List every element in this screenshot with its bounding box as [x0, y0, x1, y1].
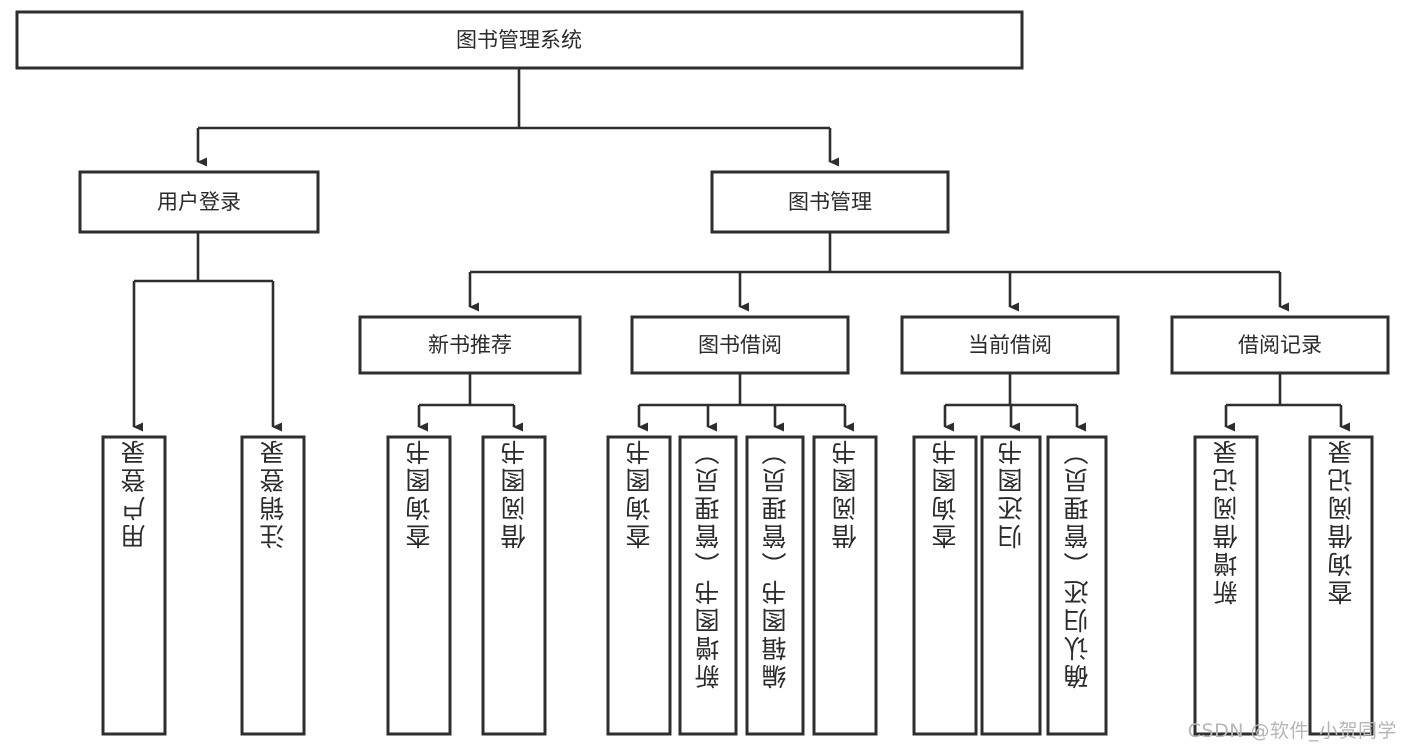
node-user-login[interactable]: 用户登录	[78, 170, 320, 234]
node-current-borrow-box[interactable]	[900, 315, 1120, 375]
node-current-borrow-label: 当前借阅	[968, 333, 1052, 357]
node-new-book-recommend-label: 新书推荐	[428, 333, 512, 357]
leaf-box-user-login[interactable]	[101, 435, 167, 736]
leaf-box-query-borrow-record[interactable]	[1308, 435, 1374, 736]
leaf-box-query-book-recommend[interactable]	[386, 435, 452, 736]
node-current-borrow[interactable]: 当前借阅	[900, 315, 1120, 375]
node-root-box[interactable]	[15, 10, 1024, 70]
connector-group	[132, 68, 1350, 432]
leaf-box-group	[101, 435, 1374, 736]
node-root[interactable]: 图书管理系统	[15, 10, 1024, 70]
node-root-label: 图书管理系统	[456, 28, 582, 52]
leaf-box-query-book-borrow[interactable]	[606, 435, 672, 736]
node-new-book-recommend[interactable]: 新书推荐	[358, 315, 582, 375]
node-borrow-record-label: 借阅记录	[1238, 333, 1322, 357]
leaf-box-borrow-book-recommend[interactable]	[481, 435, 547, 736]
leaf-box-edit-book-admin[interactable]	[745, 435, 805, 736]
leaf-box-add-book-admin[interactable]	[678, 435, 738, 736]
node-borrow-record[interactable]: 借阅记录	[1170, 315, 1390, 375]
node-user-login-box[interactable]	[78, 170, 320, 234]
leaf-box-borrow-book-borrow[interactable]	[812, 435, 878, 736]
leaf-box-confirm-return-admin[interactable]	[1046, 435, 1108, 736]
node-user-login-label: 用户登录	[157, 190, 241, 214]
node-book-borrow-box[interactable]	[630, 315, 850, 375]
node-book-borrow[interactable]: 图书借阅	[630, 315, 850, 375]
node-new-book-recommend-box[interactable]	[358, 315, 582, 375]
node-borrow-record-box[interactable]	[1170, 315, 1390, 375]
node-book-manage-label: 图书管理	[788, 190, 872, 214]
leaf-box-query-book-current[interactable]	[912, 435, 978, 736]
leaf-box-logout[interactable]	[240, 435, 306, 736]
node-book-manage-box[interactable]	[710, 170, 950, 234]
leaf-box-return-book[interactable]	[980, 435, 1042, 736]
node-book-manage[interactable]: 图书管理	[710, 170, 950, 234]
node-book-borrow-label: 图书借阅	[698, 333, 782, 357]
leaf-box-add-borrow-record[interactable]	[1193, 435, 1259, 736]
watermark-text: CSDN @软件_小贺同学	[1187, 720, 1397, 742]
